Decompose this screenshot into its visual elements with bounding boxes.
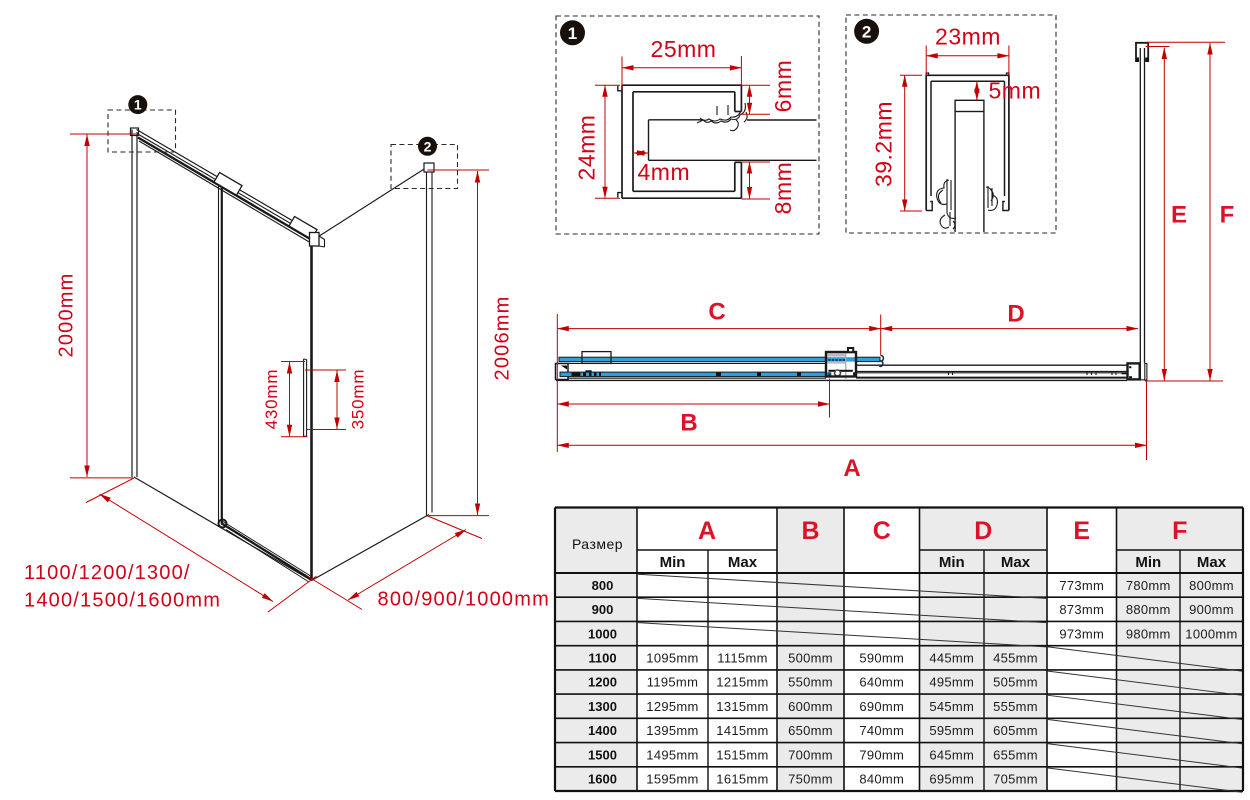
svg-text:2006mm: 2006mm [492,295,514,380]
svg-text:1: 1 [568,24,577,43]
svg-text:705mm: 705mm [993,772,1038,787]
svg-text:Max: Max [728,554,758,571]
svg-text:980mm: 980mm [1126,626,1171,641]
svg-text:1200: 1200 [588,675,617,690]
svg-text:595mm: 595mm [929,723,974,738]
svg-text:1215mm: 1215mm [716,675,768,690]
svg-text:790mm: 790mm [859,747,904,762]
svg-text:750mm: 750mm [788,772,833,787]
svg-text:1295mm: 1295mm [646,699,698,714]
svg-text:Min: Min [660,554,686,571]
svg-text:Min: Min [1135,554,1161,571]
svg-text:D: D [1007,301,1024,328]
svg-text:A: A [843,455,860,482]
svg-text:900: 900 [592,602,614,617]
svg-text:1195mm: 1195mm [647,675,698,690]
svg-text:2: 2 [862,22,871,41]
svg-text:39.2mm: 39.2mm [871,101,897,187]
svg-text:1515mm: 1515mm [716,747,768,762]
svg-text:555mm: 555mm [993,699,1038,714]
svg-text:780mm: 780mm [1126,578,1171,593]
svg-text:E: E [1171,202,1187,229]
svg-text:1400: 1400 [588,723,617,738]
svg-text:445mm: 445mm [929,650,974,665]
svg-text:1600: 1600 [588,772,617,787]
svg-text:800: 800 [592,578,614,593]
svg-text:4mm: 4mm [638,159,691,185]
svg-text:D: D [974,517,992,545]
svg-text:Max: Max [1001,554,1031,571]
svg-text:B: B [801,517,819,545]
svg-text:Размер: Размер [572,536,623,552]
svg-text:Min: Min [939,554,965,571]
svg-text:1595mm: 1595mm [646,772,698,787]
svg-text:2: 2 [424,138,432,154]
svg-text:500mm: 500mm [788,650,833,665]
svg-text:545mm: 545mm [929,699,974,714]
svg-text:900mm: 900mm [1189,602,1234,617]
svg-text:690mm: 690mm [859,699,904,714]
svg-text:6mm: 6mm [770,60,796,113]
svg-text:605mm: 605mm [993,723,1038,738]
svg-text:495mm: 495mm [929,675,974,690]
svg-text:740mm: 740mm [859,723,904,738]
svg-text:1615mm: 1615mm [716,772,768,787]
svg-text:1100/1200/1300/: 1100/1200/1300/ [24,562,191,584]
svg-text:1415mm: 1415mm [716,723,768,738]
svg-text:800mm: 800mm [1189,578,1234,593]
svg-text:2000mm: 2000mm [56,272,78,357]
svg-text:1095mm: 1095mm [646,650,698,665]
svg-text:873mm: 873mm [1059,602,1104,617]
svg-text:350mm: 350mm [349,369,368,430]
svg-text:Max: Max [1197,554,1227,571]
svg-text:F: F [1172,517,1187,545]
svg-text:1315mm: 1315mm [716,699,768,714]
svg-text:880mm: 880mm [1126,602,1171,617]
svg-text:1: 1 [134,97,142,113]
svg-text:C: C [708,299,725,326]
svg-text:A: A [698,517,716,545]
svg-text:25mm: 25mm [651,36,717,62]
svg-text:8mm: 8mm [770,162,796,215]
svg-text:650mm: 650mm [788,723,833,738]
svg-text:1395mm: 1395mm [646,723,698,738]
svg-text:1000mm: 1000mm [1185,626,1237,641]
svg-text:430mm: 430mm [262,369,281,430]
svg-text:655mm: 655mm [993,747,1038,762]
svg-text:800/900/1000mm: 800/900/1000mm [378,589,550,611]
svg-text:F: F [1220,202,1235,229]
svg-text:505mm: 505mm [993,675,1038,690]
svg-text:1000: 1000 [588,626,617,641]
svg-text:455mm: 455mm [993,650,1038,665]
svg-text:23mm: 23mm [935,24,1001,50]
svg-text:840mm: 840mm [859,772,904,787]
svg-text:C: C [873,517,891,545]
svg-text:1400/1500/1600mm: 1400/1500/1600mm [24,590,221,612]
svg-text:695mm: 695mm [929,772,974,787]
svg-text:1100: 1100 [588,650,616,665]
svg-text:24mm: 24mm [574,115,600,181]
svg-text:E: E [1073,517,1090,545]
svg-text:773mm: 773mm [1059,578,1104,593]
svg-text:1495mm: 1495mm [646,747,698,762]
svg-text:640mm: 640mm [859,675,904,690]
svg-text:700mm: 700mm [788,747,833,762]
svg-text:550mm: 550mm [788,675,833,690]
svg-text:590mm: 590mm [859,650,904,665]
svg-text:1500: 1500 [588,747,617,762]
svg-text:645mm: 645mm [929,747,974,762]
svg-text:5mm: 5mm [989,78,1042,104]
svg-text:B: B [680,410,697,437]
svg-text:1300: 1300 [588,699,617,714]
svg-text:973mm: 973mm [1059,626,1104,641]
svg-text:600mm: 600mm [788,699,833,714]
svg-text:1115mm: 1115mm [717,650,767,665]
